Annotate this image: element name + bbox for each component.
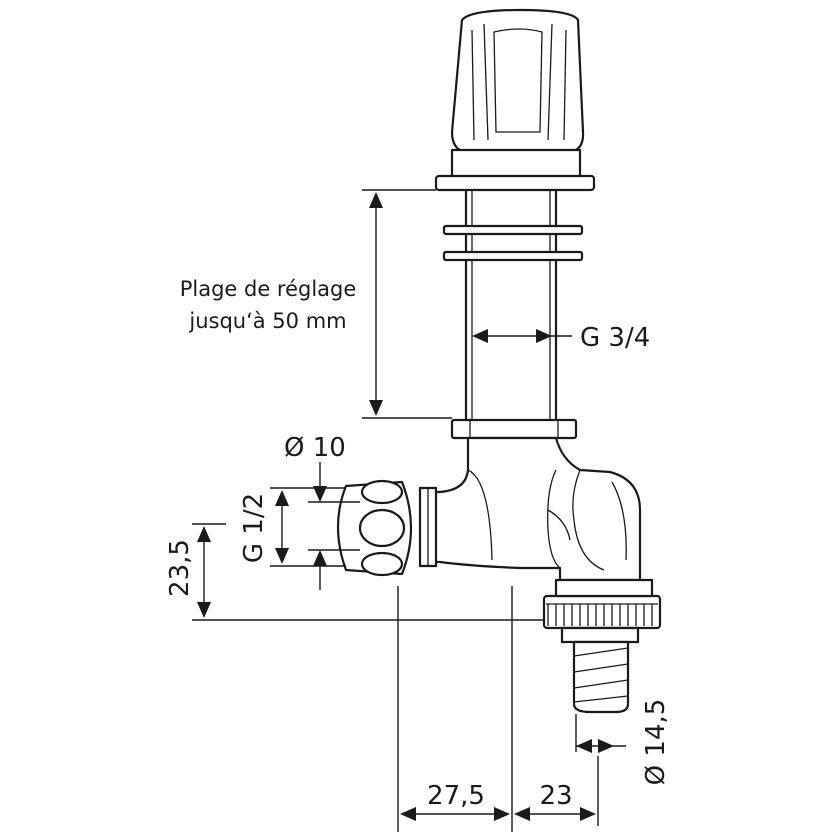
label-dia-10: Ø 10 [284,433,346,463]
lower-nut [450,418,578,440]
label-adjustment-line2: jusqu‘à 50 mm [188,309,346,333]
dim-bottom-widths [397,586,596,832]
valve-body [428,436,642,582]
stem [464,190,558,420]
handle-collar [434,148,596,192]
handle-knob [450,8,585,154]
label-adjustment-line1: Plage de réglage [180,277,357,301]
lock-rings [442,224,584,262]
dim-adjustment-range [362,189,452,419]
outlet-nut [542,578,662,630]
label-height-235: 23,5 [165,539,195,597]
dim-235 [192,523,544,621]
dim-g34 [472,329,572,343]
side-connector-nut [336,479,438,577]
label-thread-side: G 1/2 [239,493,269,563]
label-width-275: 27,5 [427,781,485,811]
dim-dia10 [308,462,360,590]
label-width-23: 23 [539,781,572,811]
label-thread-main: G 3/4 [580,323,650,353]
dim-dia145 [575,714,626,826]
hose-tail [560,626,640,714]
label-hose-dia: Ø 14,5 [641,699,671,786]
dim-g12 [270,487,346,567]
